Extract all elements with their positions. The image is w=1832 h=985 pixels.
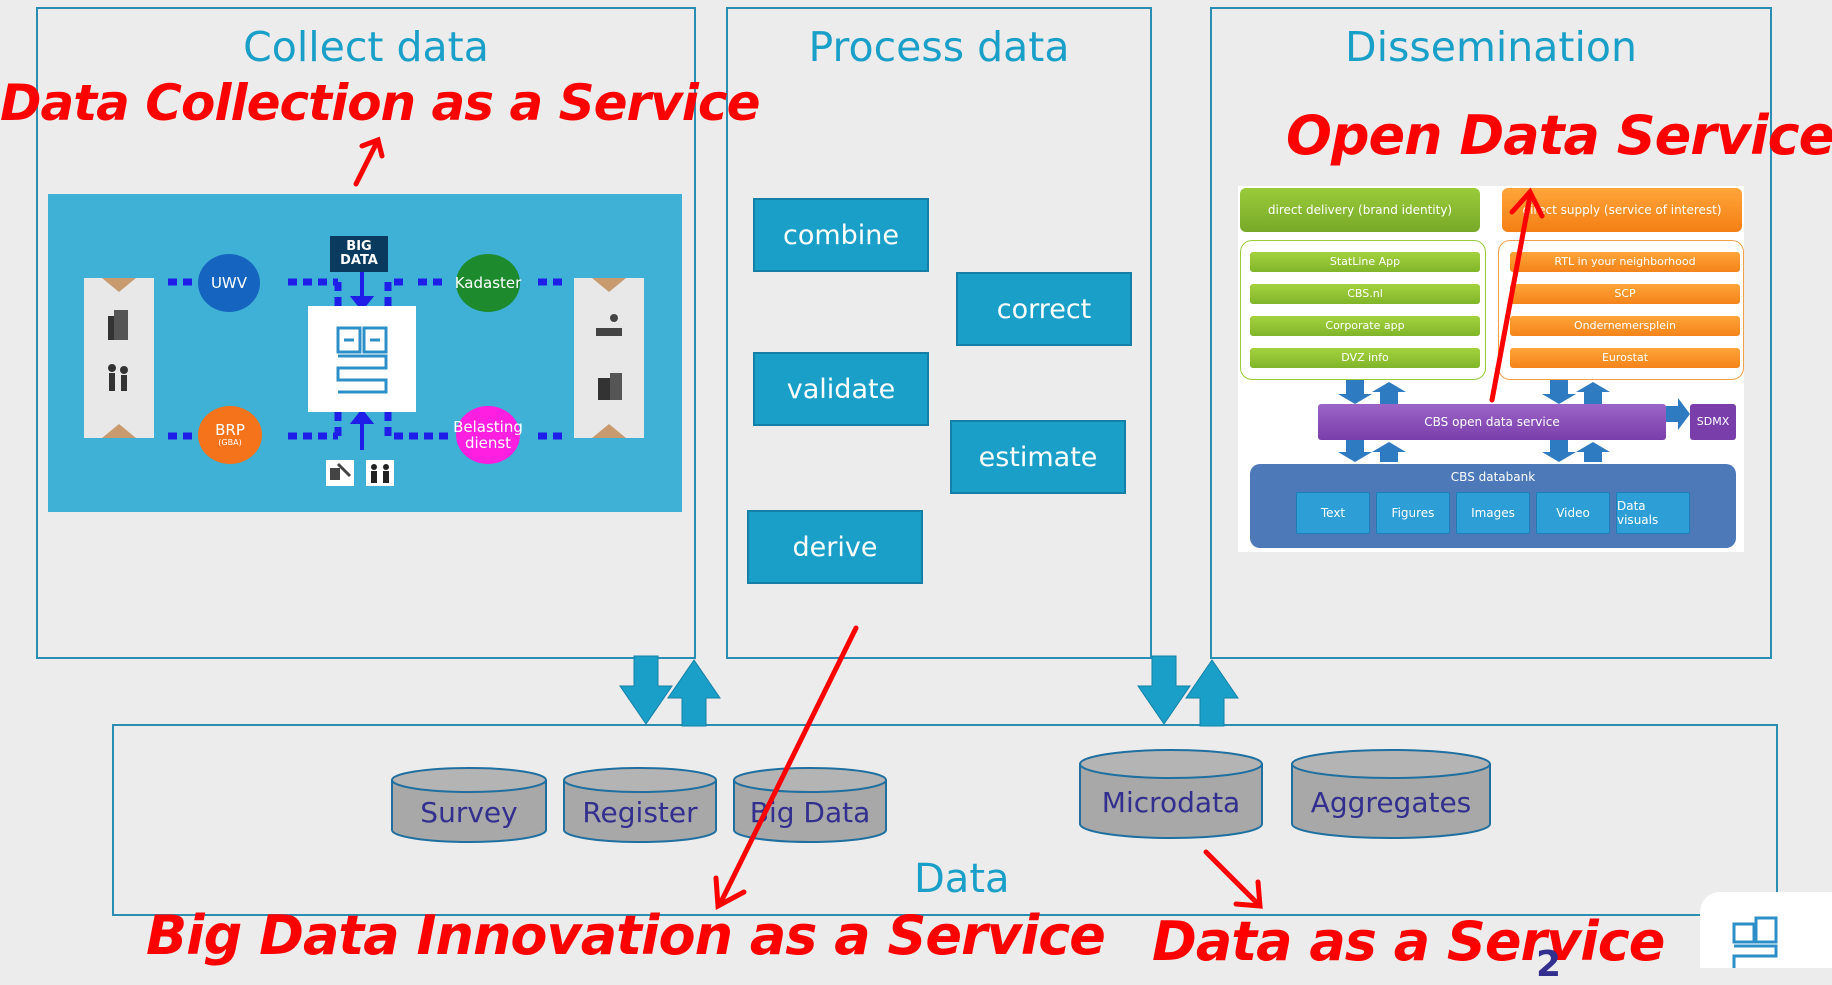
interview-icon [366,460,394,486]
register-store: Register [562,766,718,844]
collect-data-title: Collect data [243,23,489,71]
big-data-badge: BIG DATA [330,236,388,272]
combine-step: combine [753,198,929,272]
page-number: 2 [1536,944,1562,985]
data-panel: Data [112,724,1778,916]
green-group [1240,240,1486,380]
cbs-corner-logo-icon [1732,916,1778,968]
databank-images: Images [1456,492,1530,534]
big-data-badge-bottom: DATA [340,253,378,268]
brp-label: BRP [215,421,245,440]
process-data-title: Process data [808,23,1070,71]
cbs-databank-label: CBS databank [1450,470,1536,484]
kadaster-circle: Kadaster [454,254,522,312]
microdata-label: Microdata [1101,786,1241,819]
scp-item: SCP [1510,284,1740,304]
belasting-label-bottom: dienst [464,434,512,452]
cbs-logo-box [308,306,416,412]
connector-lines [168,270,568,450]
databank-figures: Figures [1376,492,1450,534]
cbs-corner-logo [1700,892,1832,968]
corporate-app-item: Corporate app [1250,316,1480,336]
big-data-badge-top: BIG [346,239,372,254]
data-title: Data [914,856,1010,902]
ondernemersplein-item: Ondernemersplein [1510,316,1740,336]
dvz-info-item: DVZ info [1250,348,1480,368]
uwv-label: UWV [210,273,248,292]
right-strip-icons [592,278,626,438]
aggregates-store: Aggregates [1290,748,1492,840]
right-strip [574,278,644,438]
cbs-open-data-service-bar: CBS open data service [1318,404,1666,440]
correct-step: correct [956,272,1132,346]
left-strip [84,278,154,438]
rtl-item: RTL in your neighborhood [1510,252,1740,272]
register-label: Register [582,796,698,829]
survey-label: Survey [420,796,518,829]
data-as-a-service-label: Data as a Service [1152,910,1665,973]
cbs-logo-icon [336,326,388,394]
validate-step: validate [753,352,929,426]
big-data-store: Big Data [732,766,888,844]
big-data-innovation-service-label: Big Data Innovation as a Service [146,904,1106,967]
databank-video: Video [1536,492,1610,534]
eurostat-item: Eurostat [1510,348,1740,368]
direct-delivery-header: direct delivery (brand identity) [1240,188,1480,232]
databank-data-visuals: Data visuals [1616,492,1690,534]
estimate-step: estimate [950,420,1126,494]
statline-app-item: StatLine App [1250,252,1480,272]
sdmx-box: SDMX [1690,404,1736,440]
cbs-nl-item: CBS.nl [1250,284,1480,304]
dissemination-arrows [1338,380,1690,462]
kadaster-label: Kadaster [454,273,522,292]
brp-sublabel: (GBA) [218,437,242,447]
left-strip-icons [102,278,136,438]
survey-store: Survey [390,766,548,844]
open-data-diagram: direct delivery (brand identity) direct … [1238,186,1744,552]
collect-data-panel: Collect data [36,7,696,659]
dissemination-title: Dissemination [1345,23,1637,71]
data-collection-service-label: Data Collection as a Service [0,74,760,132]
survey-icon [326,460,354,486]
databank-text: Text [1296,492,1370,534]
derive-step: derive [747,510,923,584]
brp-circle: BRP (GBA) [198,406,262,464]
aggregates-label: Aggregates [1310,786,1472,819]
microdata-store: Microdata [1078,748,1264,840]
belasting-label-top: Belasting [453,417,523,436]
data-collection-graphic: BIG DATA UWV Kadaster BRP (GBA) Belastin… [48,194,682,512]
uwv-circle: UWV [198,254,260,312]
belastingdienst-circle: Belasting dienst [453,406,523,464]
open-data-services-label: Open Data Services [1286,104,1832,167]
process-data-panel: Process data [726,7,1152,659]
big-data-label: Big Data [749,796,871,829]
dissemination-panel: Dissemination [1210,7,1772,659]
